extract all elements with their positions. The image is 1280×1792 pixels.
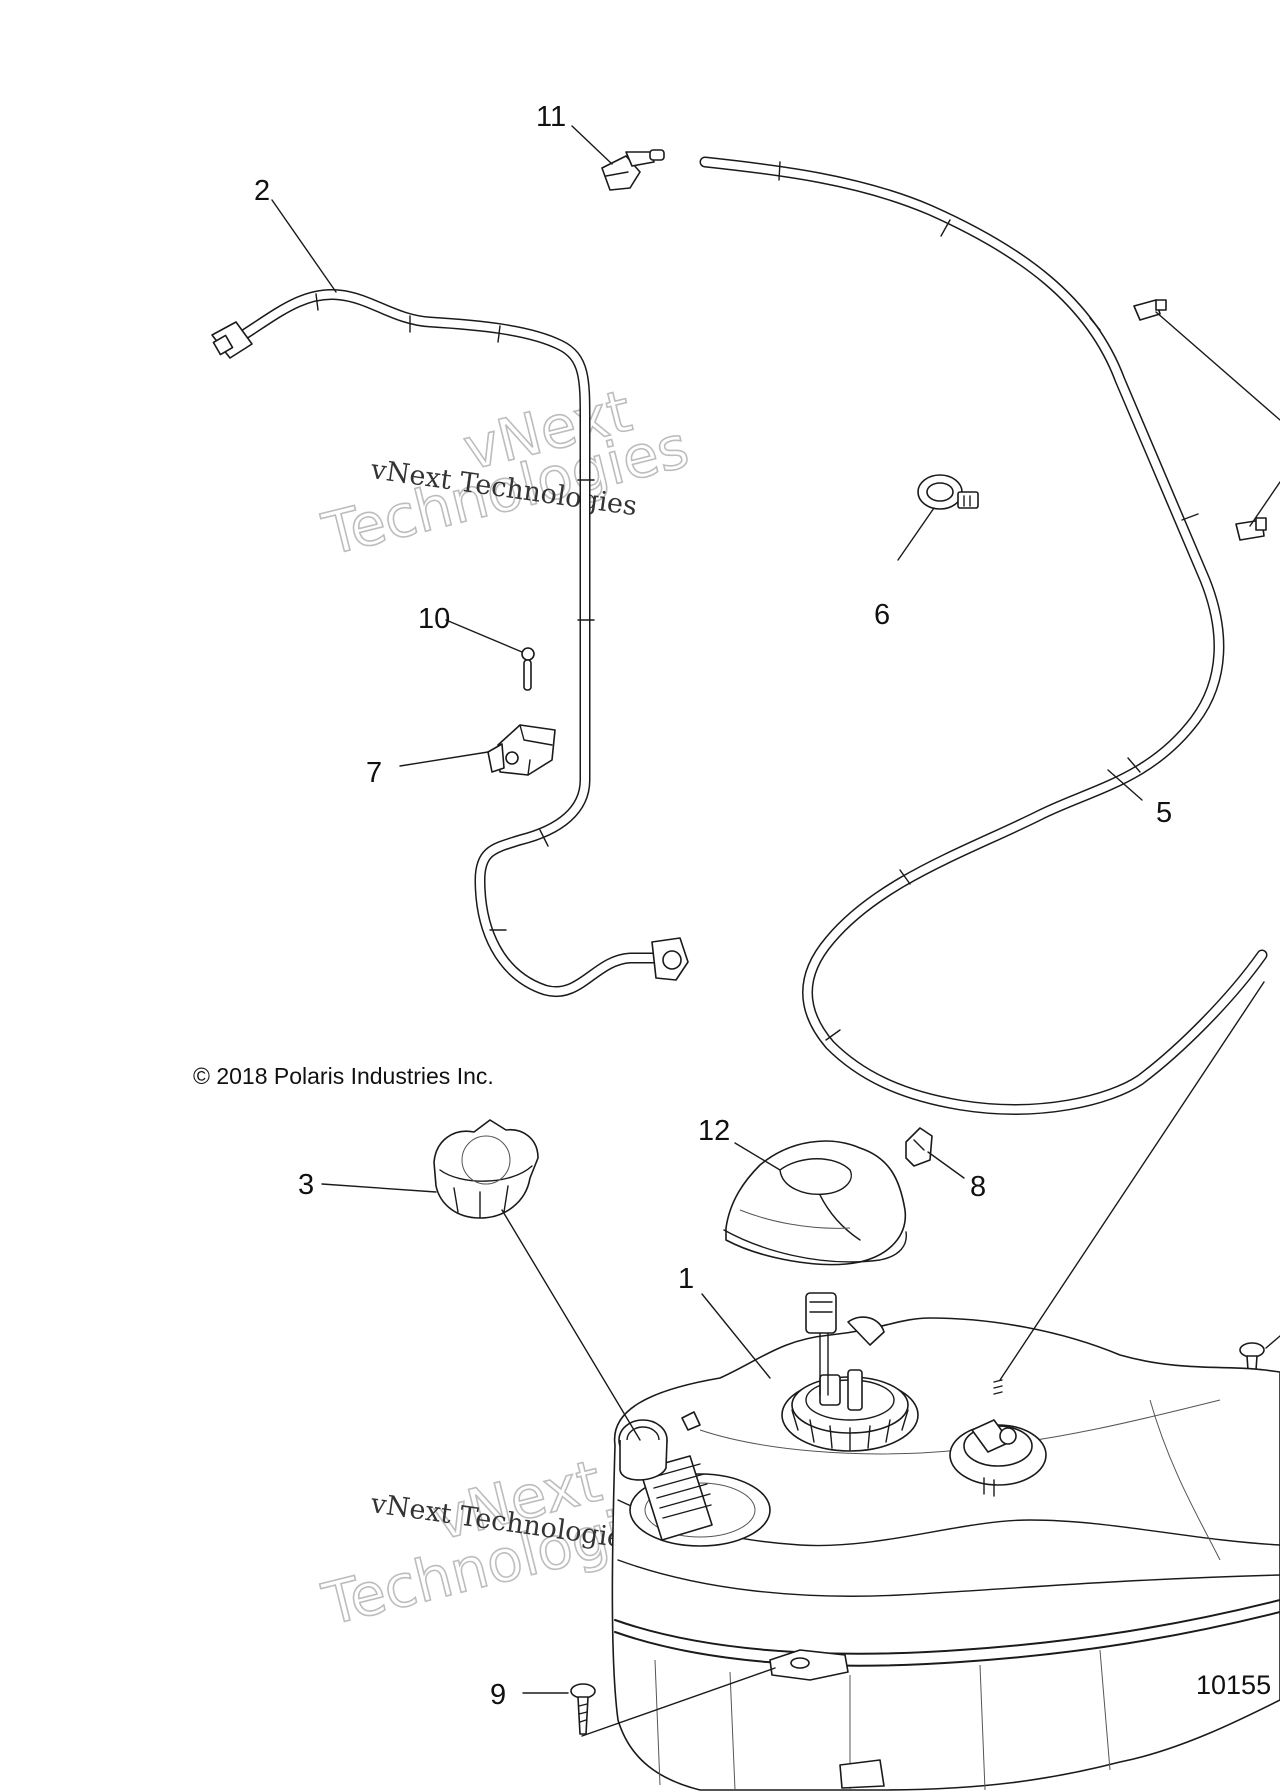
- callout-9: 9: [490, 1679, 506, 1711]
- edge-connector-upper: [1133, 299, 1167, 321]
- part-11-hose-fitting: [601, 149, 665, 191]
- part-7-clip: [487, 724, 556, 776]
- callout-6: 6: [874, 599, 890, 631]
- part-6-clamp: [917, 474, 979, 510]
- tank-fuel-pump: [781, 1292, 919, 1452]
- part-2-fuel-line: [211, 288, 689, 998]
- leader-right-lower: [1249, 481, 1280, 527]
- leader-5: [1107, 769, 1143, 801]
- leader-vent: [999, 981, 1265, 1381]
- part-10-pin: [521, 647, 535, 691]
- callout-8: 8: [970, 1171, 986, 1203]
- part-3-fuel-cap: [433, 1119, 539, 1219]
- part-5-fuel-line: [699, 156, 1268, 1115]
- leader-6: [897, 507, 935, 561]
- leader-7: [399, 751, 489, 767]
- leader-1: [701, 1293, 771, 1379]
- callout-11: 11: [536, 101, 566, 133]
- leader-2: [271, 199, 337, 293]
- tank-vent-valve: [949, 1379, 1047, 1497]
- leader-3: [321, 1183, 437, 1193]
- callout-12: 12: [698, 1115, 730, 1147]
- leader-9-to-tab: [581, 1667, 776, 1737]
- leader-10: [445, 619, 523, 653]
- quick-connector-left: [211, 321, 253, 359]
- elbow-connector-right: [651, 937, 689, 981]
- document-number: 10155: [1196, 1670, 1271, 1700]
- part-8-clip: [905, 1127, 933, 1167]
- callout-10: 10: [418, 603, 450, 635]
- part-9-screw: [570, 1683, 596, 1735]
- leader-lines: [271, 125, 1280, 1737]
- watermark-upper: vNext Technologies vNext Technologies: [315, 376, 696, 570]
- leader-3-to-neck: [501, 1209, 641, 1441]
- callout-3: 3: [298, 1169, 314, 1201]
- leader-8: [927, 1151, 965, 1179]
- part-1-fuel-tank: [611, 1292, 1280, 1791]
- callout-7: 7: [366, 757, 382, 789]
- part-12-cover: [723, 1140, 907, 1266]
- leader-12: [734, 1142, 781, 1171]
- callout-labels: 11 2 6 10 7 5 12 8 3 1 9: [254, 101, 1172, 1711]
- callout-2: 2: [254, 175, 270, 207]
- leader-right-upper: [1155, 311, 1280, 421]
- leader-11: [571, 125, 613, 165]
- leader-edge-screw: [1265, 1335, 1280, 1349]
- callout-1: 1: [678, 1263, 694, 1295]
- callout-5: 5: [1156, 797, 1172, 829]
- edge-connector-lower: [1235, 517, 1267, 541]
- tank-filler-neck: [618, 1411, 771, 1547]
- copyright-notice: © 2018 Polaris Industries Inc.: [193, 1063, 494, 1089]
